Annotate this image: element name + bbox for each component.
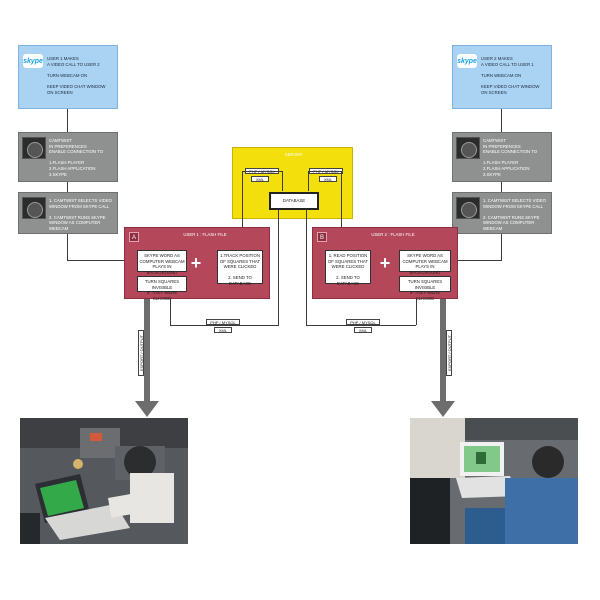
right-php-connector-label: PHP / MYSQL	[346, 319, 380, 325]
connector-line	[242, 171, 282, 172]
connector-line	[341, 171, 342, 227]
user1-export-label: EXPORT / OUTPUT	[138, 330, 144, 376]
user1-camtwist-prefs-box: CAMTWIST IN PREFERENCES ENABLE CONNECTIO…	[18, 132, 118, 182]
user1-camtwist-prefs-text: CAMTWIST IN PREFERENCES ENABLE CONNECTIO…	[49, 138, 104, 177]
user1-camtwist-steps-text: 1. CAMTWIST SELECTS VIDEO WINDOW FROM SK…	[49, 198, 112, 231]
user2-photo-illustration	[410, 418, 578, 544]
connector-line	[170, 325, 279, 326]
user1-skype-box: skype USER 1 MAKES A VIDEO CALL TO USER …	[18, 45, 118, 109]
connector-line	[458, 260, 502, 261]
connector-line	[501, 234, 502, 260]
camtwist-icon	[22, 137, 46, 159]
flash-icon-letter: A	[131, 235, 136, 241]
user2-camtwist-steps-box: 1. CAMTWIST SELECTS VIDEO WINDOW FROM SK…	[452, 192, 552, 234]
connector-line	[501, 109, 502, 132]
user2-flash-file-box: B USER 2 : FLASH FILE 1. READ POSITION O…	[312, 227, 458, 301]
user2-export-label: EXPORT / OUTPUT	[446, 330, 452, 376]
connector-line	[67, 109, 68, 132]
camtwist-icon	[456, 137, 480, 159]
skype-logo-icon: skype	[457, 54, 477, 68]
user2-photo	[410, 418, 578, 544]
skype-logo-icon: skype	[23, 54, 43, 68]
connector-line	[67, 234, 68, 260]
user1-photo	[20, 418, 188, 544]
user1-photo-illustration	[20, 418, 188, 544]
user1-flash-file-box: A USER 1 : FLASH FILE SKYPE WORD AS COMP…	[124, 227, 270, 301]
user1-camtwist-steps-box: 1. CAMTWIST SELECTS VIDEO WINDOW FROM SK…	[18, 192, 118, 234]
user2-output-arrow	[431, 299, 455, 417]
connector-line	[306, 325, 416, 326]
user1-skype-text: USER 1 MAKES A VIDEO CALL TO USER 2 TURN…	[47, 56, 106, 95]
server-right-xml-label: XML	[319, 176, 337, 182]
connector-line	[67, 260, 125, 261]
user2-skype-box: skype USER 2 MAKES A VIDEO CALL TO USER …	[452, 45, 552, 109]
connector-line	[278, 209, 279, 325]
user2-camtwist-prefs-text: CAMTWIST IN PREFERENCES ENABLE CONNECTIO…	[483, 138, 538, 177]
user2-skype-webcam-box: SKYPE WORD AS COMPUTER WEBCAM PLAYS IN B…	[399, 250, 451, 275]
skype-logo-text: skype	[23, 57, 43, 65]
user2-turn-squares-box: TURN SQUARES INVISIBLE IF THEY WERE CLIC…	[399, 276, 451, 301]
database-box: DATABASE	[269, 192, 319, 210]
camtwist-icon	[456, 197, 480, 219]
user2-camtwist-steps-text: 1. CAMTWIST SELECTS VIDEO WINDOW FROM SK…	[483, 198, 546, 231]
connector-line	[308, 171, 341, 172]
connector-line	[242, 171, 243, 227]
connector-line	[308, 171, 309, 191]
user1-skype-webcam-box: SKYPE WORD AS COMPUTER WEBCAM PLAYS IN B…	[137, 250, 187, 275]
server-left-xml-label: XML	[251, 176, 269, 182]
connector-line	[282, 171, 283, 191]
user1-track-box: 1.TRACK POSITION OF SQUARES THAT WERE CL…	[217, 250, 263, 286]
left-php-connector-label: PHP / MYSQL	[206, 319, 240, 325]
connector-line	[67, 182, 68, 192]
camtwist-icon	[22, 197, 46, 219]
user2-read-box: 1. READ POSITION OF SQUARES THAT WERE CL…	[325, 250, 371, 286]
connector-line	[501, 182, 502, 192]
server-box: SERVER PHP / MYSQL XML PHP / MYSQL XML D…	[232, 147, 353, 219]
flash-icon-letter: B	[319, 235, 324, 241]
user1-turn-squares-box: TURN SQUARES INVISIBLE IF THEY WERE CLIC…	[137, 276, 187, 301]
user1-flash-title: USER 1 : FLASH FILE	[183, 232, 227, 237]
right-xml-connector-label: XML	[354, 327, 372, 333]
flash-icon: A	[129, 232, 139, 242]
plus-icon: +	[190, 253, 202, 273]
connector-line	[306, 209, 307, 325]
user2-flash-title: USER 2 : FLASH FILE	[371, 232, 415, 237]
skype-logo-text: skype	[457, 57, 477, 65]
user1-output-arrow	[135, 299, 159, 417]
user2-skype-text: USER 2 MAKES A VIDEO CALL TO USER 1 TURN…	[481, 56, 540, 95]
connector-line	[170, 299, 171, 325]
left-xml-connector-label: XML	[214, 327, 232, 333]
plus-icon: +	[379, 253, 391, 273]
connector-line	[416, 299, 417, 325]
server-title: SERVER	[284, 152, 303, 157]
flash-icon: B	[317, 232, 327, 242]
user2-camtwist-prefs-box: CAMTWIST IN PREFERENCES ENABLE CONNECTIO…	[452, 132, 552, 182]
